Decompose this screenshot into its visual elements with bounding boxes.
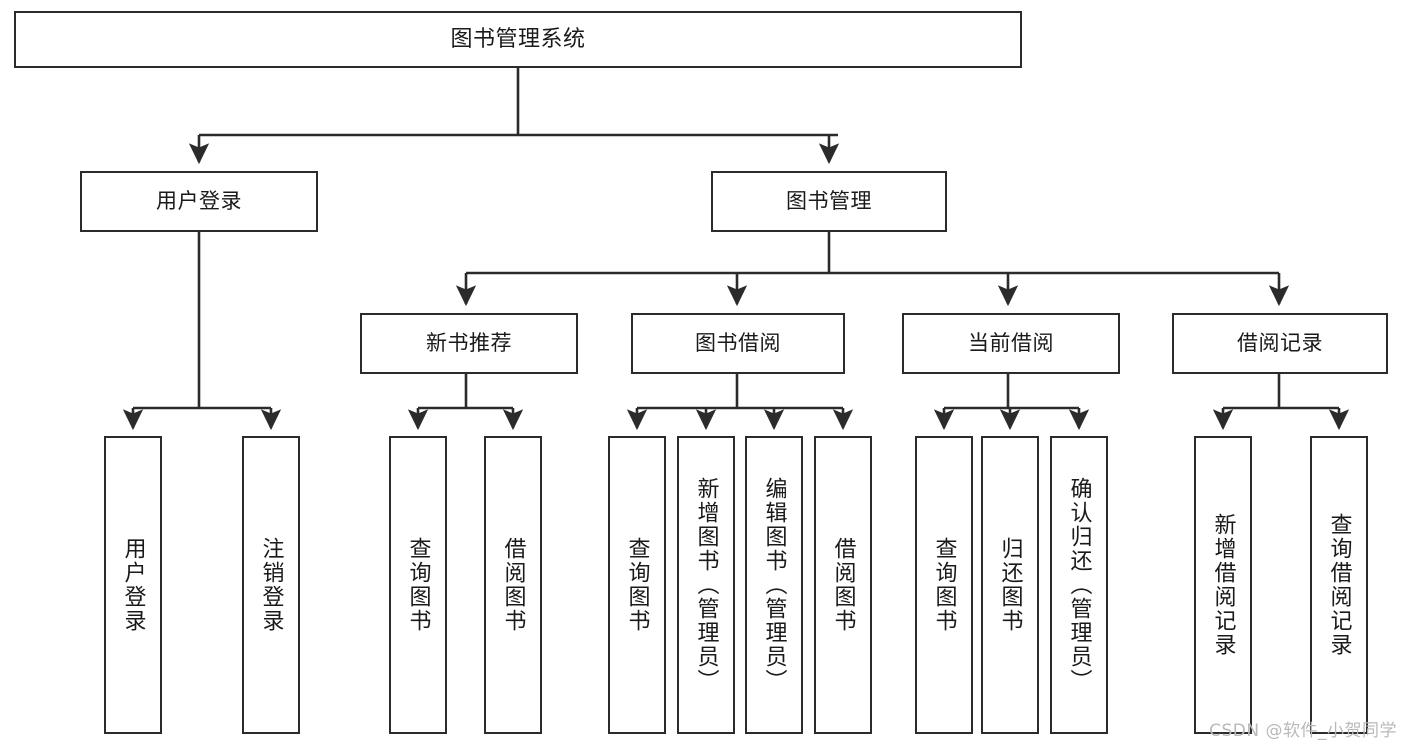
node-label: 新增借阅记录 bbox=[1210, 513, 1236, 657]
leaf-user-login[interactable]: 用户登录 bbox=[104, 436, 162, 734]
node-label: 查询借阅记录 bbox=[1326, 513, 1352, 657]
node-label: 查询图书 bbox=[931, 537, 957, 633]
node-label: 借阅图书 bbox=[500, 537, 526, 633]
watermark: CSDN @软件_小贺同学 bbox=[1209, 721, 1397, 741]
node-label: 查询图书 bbox=[624, 537, 650, 633]
node-label: 用户登录 bbox=[156, 189, 242, 214]
leaf-query-book-current[interactable]: 查询图书 bbox=[915, 436, 973, 734]
leaf-query-book-recommend[interactable]: 查询图书 bbox=[389, 436, 447, 734]
node-current-borrow[interactable]: 当前借阅 bbox=[902, 313, 1120, 374]
node-label: 图书管理系统 bbox=[450, 26, 586, 52]
leaf-query-borrow-record[interactable]: 查询借阅记录 bbox=[1310, 436, 1368, 734]
node-new-book-recommend[interactable]: 新书推荐 bbox=[360, 313, 578, 374]
node-user-login[interactable]: 用户登录 bbox=[80, 171, 318, 232]
node-book-borrow[interactable]: 图书借阅 bbox=[631, 313, 845, 374]
leaf-query-book-borrow[interactable]: 查询图书 bbox=[608, 436, 666, 734]
node-borrow-records[interactable]: 借阅记录 bbox=[1172, 313, 1388, 374]
node-label: 归还图书 bbox=[997, 537, 1023, 633]
node-label: 编辑图书（管理员） bbox=[761, 477, 787, 693]
leaf-add-book-admin[interactable]: 新增图书（管理员） bbox=[677, 436, 735, 734]
node-label: 新书推荐 bbox=[426, 331, 512, 356]
leaf-edit-book-admin[interactable]: 编辑图书（管理员） bbox=[745, 436, 803, 734]
node-label: 图书借阅 bbox=[695, 331, 781, 356]
leaf-borrow-book[interactable]: 借阅图书 bbox=[814, 436, 872, 734]
node-label: 确认归还（管理员） bbox=[1066, 477, 1092, 693]
node-label: 用户登录 bbox=[120, 537, 146, 633]
leaf-return-book[interactable]: 归还图书 bbox=[981, 436, 1039, 734]
leaf-confirm-return-admin[interactable]: 确认归还（管理员） bbox=[1050, 436, 1108, 734]
node-book-management[interactable]: 图书管理 bbox=[711, 171, 947, 232]
node-root-system[interactable]: 图书管理系统 bbox=[14, 11, 1022, 68]
leaf-add-borrow-record[interactable]: 新增借阅记录 bbox=[1194, 436, 1252, 734]
node-label: 借阅记录 bbox=[1237, 331, 1323, 356]
leaf-user-logout[interactable]: 注销登录 bbox=[242, 436, 300, 734]
node-label: 借阅图书 bbox=[830, 537, 856, 633]
node-label: 注销登录 bbox=[258, 537, 284, 633]
leaf-borrow-book-recommend[interactable]: 借阅图书 bbox=[484, 436, 542, 734]
node-label: 图书管理 bbox=[786, 189, 872, 214]
node-label: 当前借阅 bbox=[968, 331, 1054, 356]
node-label: 新增图书（管理员） bbox=[693, 477, 719, 693]
node-label: 查询图书 bbox=[405, 537, 431, 633]
